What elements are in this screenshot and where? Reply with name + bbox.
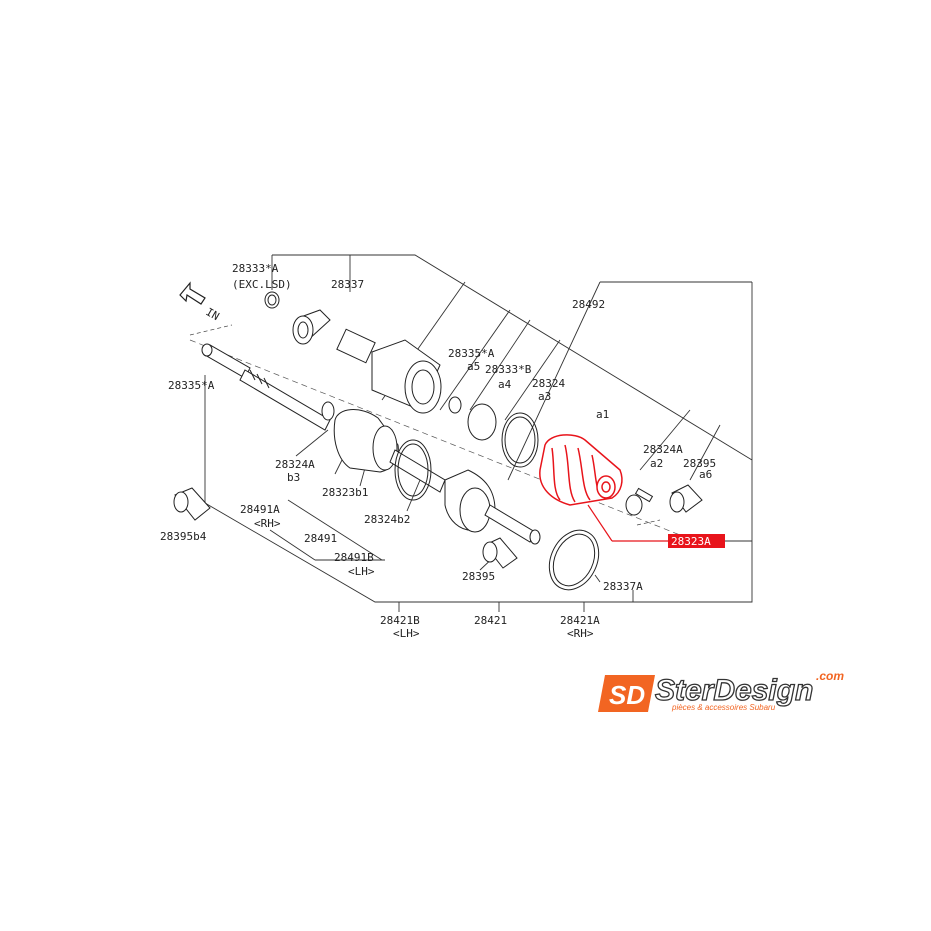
label-a3: a3	[538, 390, 551, 403]
shaft-axis	[189, 339, 681, 536]
dust-cap-part	[669, 484, 703, 513]
dust-cap-mid	[482, 537, 518, 569]
label-28335A-left: 28335*A	[168, 379, 215, 392]
label-a1: a1	[596, 408, 609, 421]
label-28395-right: 28395	[683, 457, 716, 470]
logo-name: SterDesign	[655, 674, 813, 707]
logo-mark-icon	[598, 675, 655, 712]
label-28337: 28337	[331, 278, 364, 291]
label-b3: b3	[287, 471, 300, 484]
label-lh-1: <LH>	[348, 565, 375, 578]
label-28324A-left: 28324A	[275, 458, 315, 471]
leader-lines	[204, 254, 753, 612]
logo-domain: .com	[816, 669, 844, 683]
label-28491: 28491	[304, 532, 337, 545]
large-band-part	[394, 439, 432, 501]
outer-joint-boot	[321, 401, 446, 493]
highlight-leader	[587, 504, 613, 542]
label-a5: a5	[467, 360, 480, 373]
highlighted-boot-part	[539, 434, 623, 506]
label-rh-1: <RH>	[254, 517, 281, 530]
snap-ring-part	[448, 396, 497, 441]
o-ring-part	[548, 529, 600, 591]
label-28491B: 28491B	[334, 551, 374, 564]
label-28324b2: 28324b2	[364, 513, 410, 526]
label-28323b1: 28323b1	[322, 486, 368, 499]
label-lh-2: <LH>	[393, 627, 420, 640]
label-28333B: 28333*B	[485, 363, 532, 376]
part-labels: 28333*A (EXC.LSD) 28337 28492 28335*A a5…	[160, 262, 716, 640]
inner-joint-outer	[444, 469, 541, 545]
logo-mark: SD	[609, 680, 645, 710]
label-28421: 28421	[474, 614, 507, 627]
label-28395b4: 28395b4	[160, 530, 207, 543]
in-direction-arrow-icon	[179, 281, 206, 305]
label-28492: 28492	[572, 298, 605, 311]
label-28421B: 28421B	[380, 614, 420, 627]
label-28335A-top: 28335*A	[448, 347, 495, 360]
spacer-part	[292, 309, 331, 345]
direction-label: IN	[204, 305, 222, 323]
label-28421A: 28421A	[560, 614, 600, 627]
label-28337A: 28337A	[603, 580, 643, 593]
logo-tagline: pièces & accessoires Subaru	[671, 703, 776, 712]
inner-joint-housing	[336, 328, 442, 414]
label-28491A: 28491A	[240, 503, 280, 516]
drive-shaft	[201, 343, 331, 431]
small-band-part	[625, 487, 654, 516]
washer-part	[264, 291, 280, 309]
label-28333A: 28333*A	[232, 262, 279, 275]
label-28395-mid: 28395	[462, 570, 495, 583]
label-a6: a6	[699, 468, 712, 481]
label-a4: a4	[498, 378, 512, 391]
label-exc-lsd: (EXC.LSD)	[232, 278, 292, 291]
boot-band-part	[501, 412, 539, 468]
highlight-badge[interactable]	[668, 534, 725, 548]
label-rh-2: <RH>	[567, 627, 594, 640]
dashed-guides	[189, 324, 661, 526]
sterdesign-logo[interactable]: SD SterDesign .com pièces & accessoires …	[598, 669, 844, 712]
dust-cap-bottom	[173, 487, 211, 521]
label-a2: a2	[650, 457, 663, 470]
label-28324: 28324	[532, 377, 565, 390]
highlight-part-number[interactable]: 28323A	[671, 535, 711, 548]
label-28324A-right: 28324A	[643, 443, 683, 456]
